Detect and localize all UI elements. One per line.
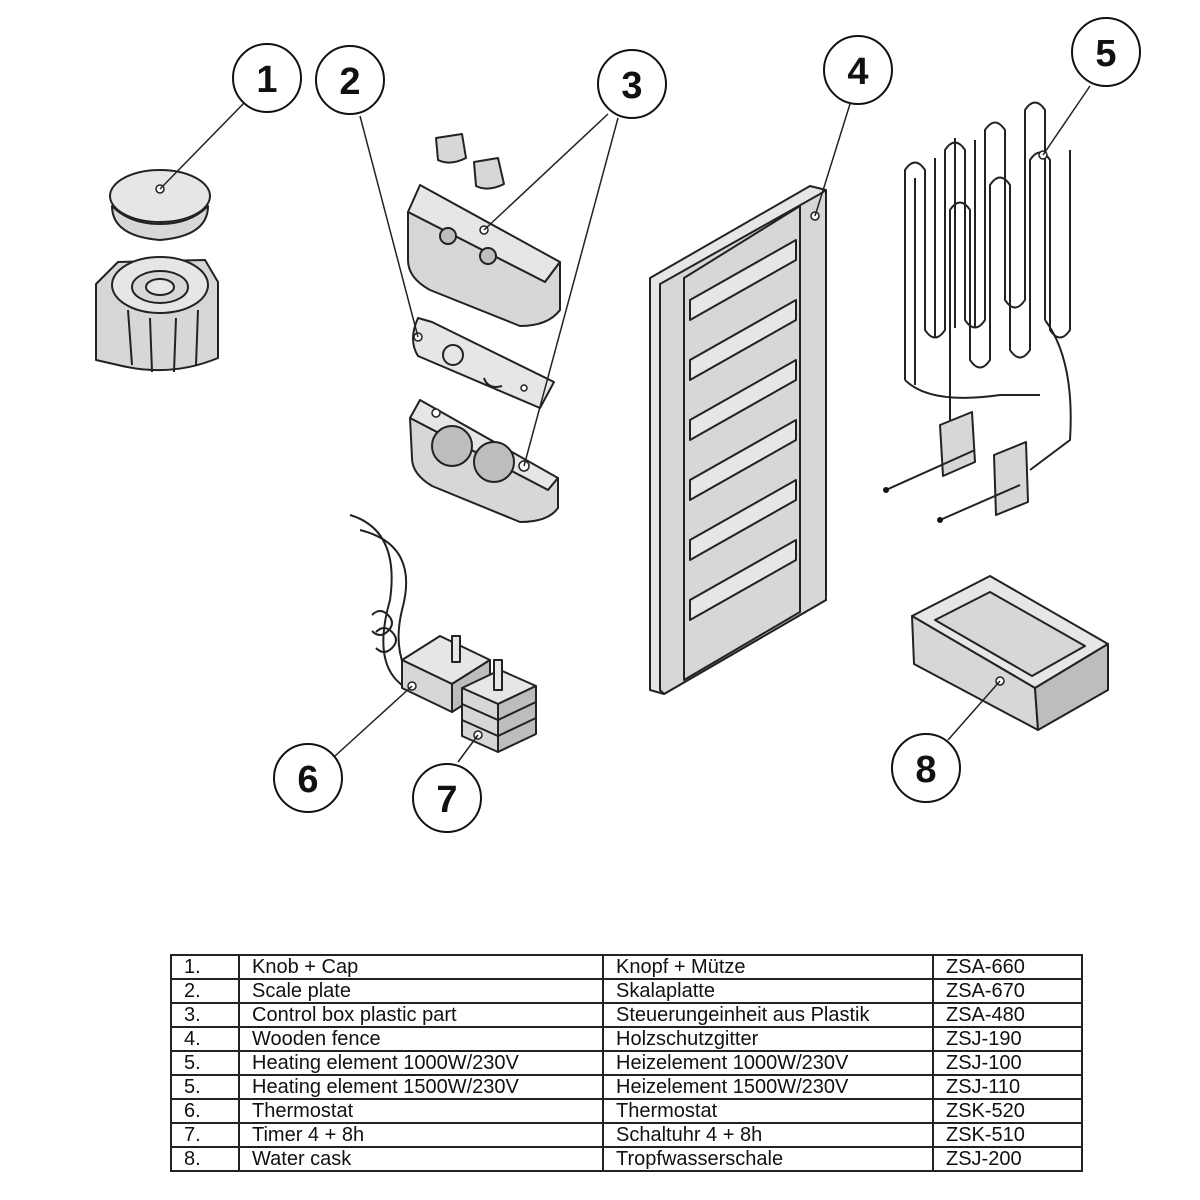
part-name-en: Wooden fence [238,1026,604,1052]
svg-text:7: 7 [436,779,457,821]
timer-part [461,659,537,753]
part-name-de: Schaltuhr 4 + 8h [602,1122,934,1148]
part-name-en: Knob + Cap [238,954,604,980]
knob-cap-part [95,169,219,373]
table-row: 2. Scale plate Skalaplatte ZSA-670 [170,978,1083,1004]
svg-text:6: 6 [297,759,318,801]
svg-text:8: 8 [915,749,936,791]
part-name-de: Heizelement 1500W/230V [602,1074,934,1100]
part-name-en: Heating element 1000W/230V [238,1050,604,1076]
part-name-de: Thermostat [602,1098,934,1124]
heating-element-part [883,101,1072,523]
part-code: ZSJ-100 [932,1050,1083,1076]
svg-text:4: 4 [847,51,868,93]
part-number: 7. [170,1122,240,1148]
part-name-de: Skalaplatte [602,978,934,1004]
part-number: 5. [170,1074,240,1100]
wooden-fence-part [649,185,827,695]
scale-plate-part [412,317,555,409]
callout-4: 4 [823,35,893,105]
svg-text:2: 2 [339,61,360,103]
part-code: ZSA-670 [932,978,1083,1004]
part-number: 6. [170,1098,240,1124]
parts-table: 1. Knob + Cap Knopf + Mütze ZSA-660 2. S… [170,954,1083,1172]
part-number: 8. [170,1146,240,1172]
svg-text:3: 3 [621,65,642,107]
callout-8: 8 [891,733,961,803]
part-number: 4. [170,1026,240,1052]
water-cask-part [911,575,1109,731]
part-code: ZSK-510 [932,1122,1083,1148]
table-row: 5. Heating element 1500W/230V Heizelemen… [170,1074,1083,1100]
control-box-part [407,133,561,523]
part-name-de: Steuerungeinheit aus Plastik [602,1002,934,1028]
part-number: 2. [170,978,240,1004]
part-name-en: Thermostat [238,1098,604,1124]
table-row: 5. Heating element 1000W/230V Heizelemen… [170,1050,1083,1076]
part-name-en: Water cask [238,1146,604,1172]
table-row: 8. Water cask Tropfwasserschale ZSJ-200 [170,1146,1083,1172]
part-code: ZSK-520 [932,1098,1083,1124]
part-number: 1. [170,954,240,980]
exploded-parts-diagram: 1 2 3 4 5 6 7 8 [95,17,1141,833]
part-name-en: Timer 4 + 8h [238,1122,604,1148]
svg-text:5: 5 [1095,33,1116,75]
leader-lines [159,85,1091,763]
table-row: 3. Control box plastic part Steuerungein… [170,1002,1083,1028]
svg-text:1: 1 [256,59,277,101]
part-code: ZSA-660 [932,954,1083,980]
part-name-de: Holzschutzgitter [602,1026,934,1052]
table-row: 6. Thermostat Thermostat ZSK-520 [170,1098,1083,1124]
part-code: ZSJ-110 [932,1074,1083,1100]
table-row: 4. Wooden fence Holzschutzgitter ZSJ-190 [170,1026,1083,1052]
thermostat-part [349,514,491,713]
part-name-de: Tropfwasserschale [602,1146,934,1172]
part-number: 5. [170,1050,240,1076]
part-name-en: Scale plate [238,978,604,1004]
part-name-en: Control box plastic part [238,1002,604,1028]
part-name-de: Knopf + Mütze [602,954,934,980]
part-code: ZSJ-200 [932,1146,1083,1172]
callout-2: 2 [315,45,385,115]
part-number: 3. [170,1002,240,1028]
callout-3: 3 [597,49,667,119]
part-name-en: Heating element 1500W/230V [238,1074,604,1100]
part-code: ZSA-480 [932,1002,1083,1028]
callout-6: 6 [273,743,343,813]
callout-1: 1 [232,43,302,113]
table-row: 7. Timer 4 + 8h Schaltuhr 4 + 8h ZSK-510 [170,1122,1083,1148]
callout-7: 7 [412,763,482,833]
part-name-de: Heizelement 1000W/230V [602,1050,934,1076]
part-code: ZSJ-190 [932,1026,1083,1052]
table-row: 1. Knob + Cap Knopf + Mütze ZSA-660 [170,954,1083,980]
callout-5: 5 [1071,17,1141,87]
